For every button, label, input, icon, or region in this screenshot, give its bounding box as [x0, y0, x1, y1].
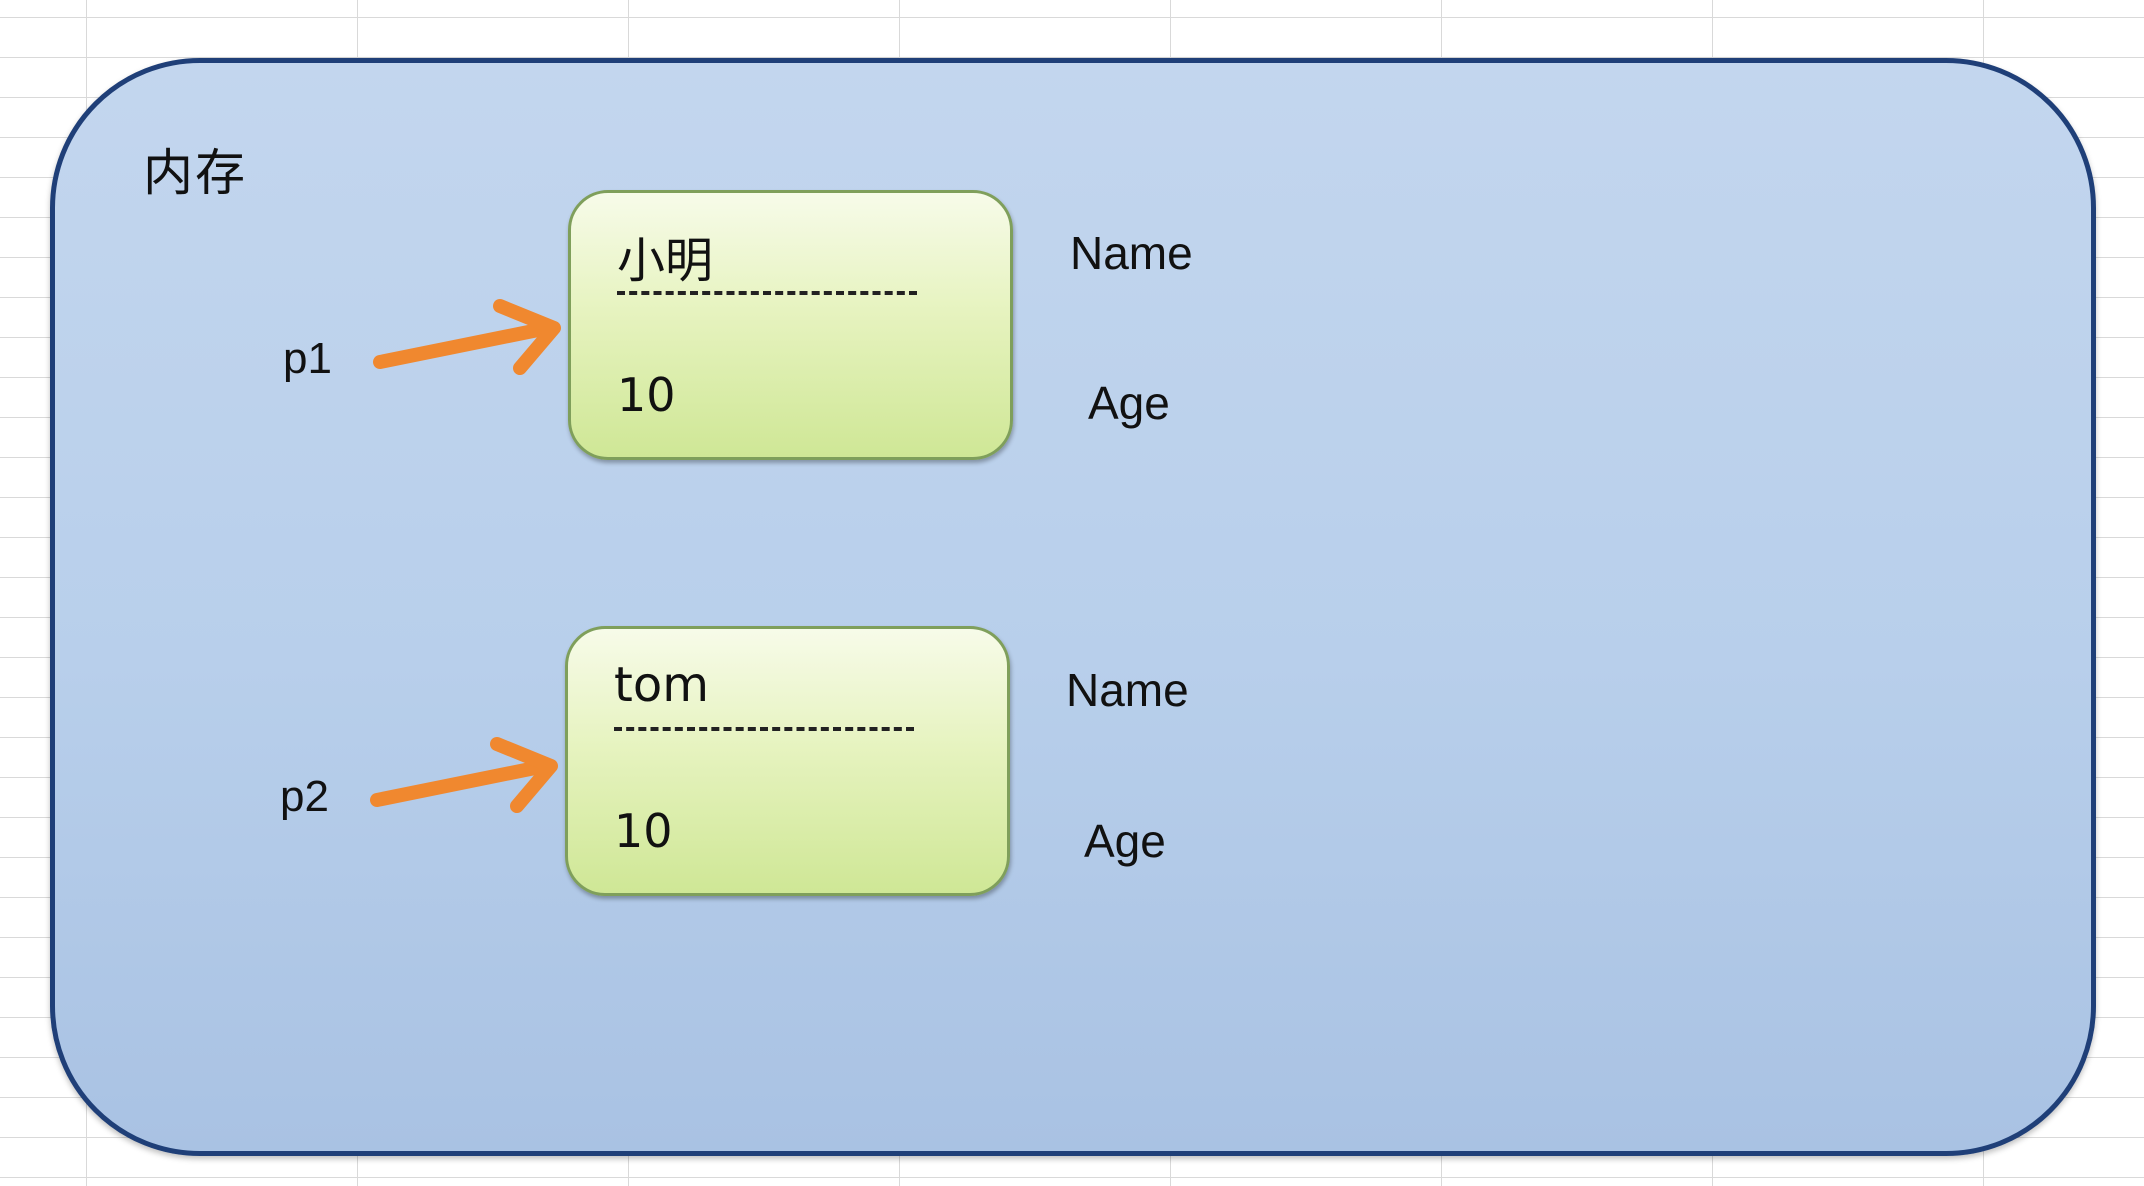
arrow-icon — [370, 737, 558, 813]
pointer-label-p2: p2 — [280, 772, 329, 821]
field-label-name: Name — [1066, 664, 1189, 716]
name-value: tom — [614, 657, 709, 713]
field-label-name: Name — [1070, 227, 1193, 279]
age-value: 10 — [614, 804, 673, 858]
age-value: 10 — [617, 368, 676, 422]
object-box-p2: tom 10 — [565, 626, 1010, 896]
field-divider — [617, 291, 917, 295]
memory-region — [50, 58, 2096, 1156]
field-divider — [614, 727, 914, 731]
arrow-icon — [373, 299, 561, 375]
name-value: 小明 — [617, 233, 714, 289]
field-label-age: Age — [1088, 377, 1170, 429]
memory-label: 内存 — [143, 144, 247, 202]
object-box-p1: 小明 10 — [568, 190, 1013, 460]
pointer-label-p1: p1 — [283, 334, 332, 383]
field-label-age: Age — [1084, 815, 1166, 867]
